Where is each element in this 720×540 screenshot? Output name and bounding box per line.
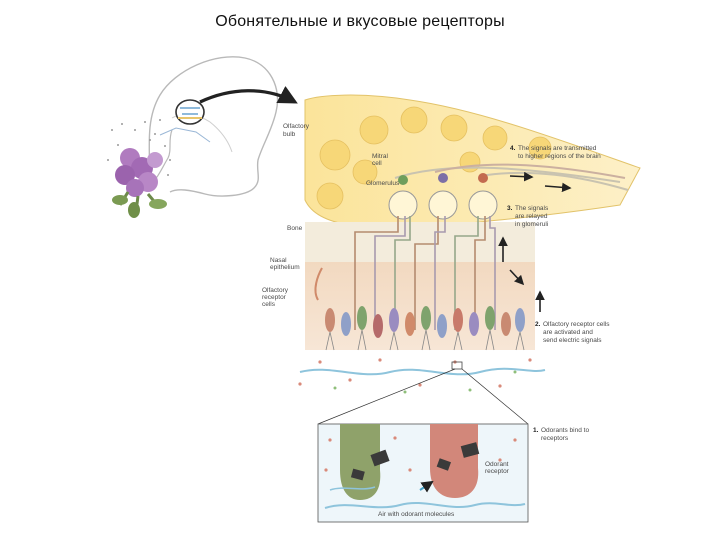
label-mitral-2: cell [372, 160, 382, 167]
label-olfactory-bulb-2: bulb [283, 131, 296, 138]
svg-text:2.: 2. [535, 321, 541, 328]
svg-text:Odorants bind to: Odorants bind to [541, 427, 589, 434]
svg-text:4.: 4. [510, 145, 516, 152]
svg-text:are activated and: are activated and [543, 329, 593, 336]
diagram-labels: Olfactory bulb Mitral cell Glomerulus Bo… [262, 123, 510, 518]
label-olfactory-bulb-1: Olfactory [283, 123, 310, 130]
step-2: 2. Olfactory receptor cells are activate… [535, 321, 610, 344]
nasal-epithelium [305, 262, 535, 350]
label-glomerulus: Glomerulus [366, 180, 400, 187]
lilac-flower-illustration [107, 119, 171, 218]
olfactory-receptor-cells [314, 267, 525, 351]
label-odorant-receptor-2: receptor [485, 468, 510, 475]
olfactory-bulb [304, 94, 641, 228]
mucus-layer [298, 358, 546, 394]
head-illustration [148, 56, 298, 197]
svg-text:The signals: The signals [515, 205, 549, 212]
svg-text:The signals are transmitted: The signals are transmitted [518, 145, 597, 152]
label-receptor-cells-1: Olfactory [262, 287, 289, 294]
svg-text:in glomeruli: in glomeruli [515, 221, 548, 228]
label-odorant-receptor-1: Odorant [485, 461, 509, 468]
svg-text:are relayed: are relayed [515, 213, 548, 220]
label-receptor-cells-2: receptor [262, 294, 287, 301]
steps: 4. The signals are transmitted to higher… [507, 145, 610, 442]
signal-arrows [498, 236, 545, 312]
svg-text:to higher regions of the brain: to higher regions of the brain [518, 153, 601, 160]
label-nasal-1: Nasal [270, 257, 287, 264]
svg-text:1.: 1. [533, 427, 539, 434]
svg-text:send electric signals: send electric signals [543, 337, 602, 344]
zoom-line-right [461, 368, 529, 425]
step-3: 3. The signals are relayed in glomeruli [507, 205, 549, 228]
zoom-line-left [317, 368, 456, 425]
step-4: 4. The signals are transmitted to higher… [510, 145, 601, 160]
svg-text:receptors: receptors [541, 435, 569, 442]
label-bone: Bone [287, 225, 303, 232]
slide-title: Обонятельные и вкусовые рецепторы [215, 13, 505, 30]
bone-layer [305, 222, 535, 262]
label-nasal-2: epithelium [270, 264, 300, 271]
label-receptor-cells-3: cells [262, 301, 276, 308]
glomeruli [388, 173, 498, 220]
step-1: 1. Odorants bind to receptors [533, 427, 589, 442]
label-mitral-1: Mitral [372, 153, 388, 160]
label-air: Air with odorant molecules [378, 511, 455, 518]
receptor-inset [317, 423, 529, 523]
axon-bundles [354, 216, 496, 330]
svg-text:Olfactory receptor cells: Olfactory receptor cells [543, 321, 610, 328]
svg-text:3.: 3. [507, 205, 513, 212]
